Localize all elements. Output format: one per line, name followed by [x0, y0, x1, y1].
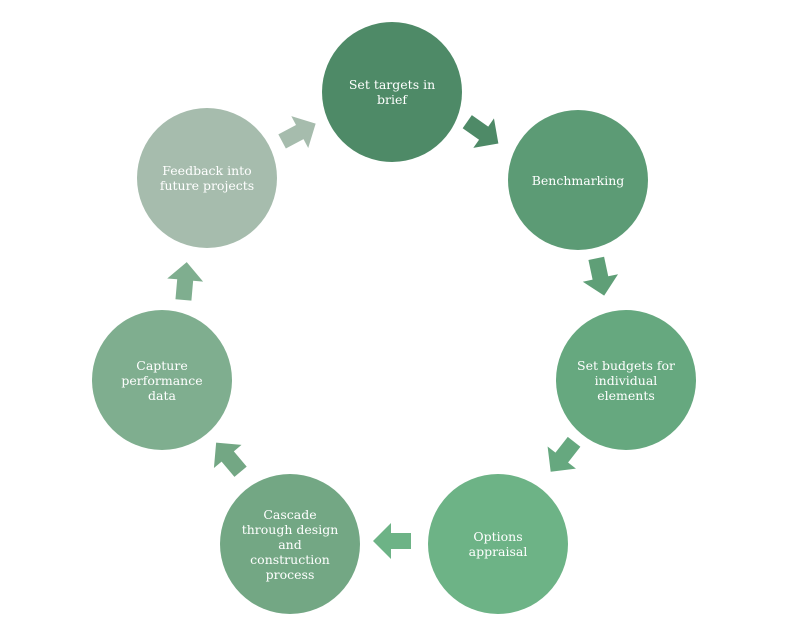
node-options-appraisal: Options appraisal	[428, 474, 568, 614]
arrow-7-to-1	[273, 107, 325, 158]
node-benchmarking: Benchmarking	[508, 110, 648, 250]
node-feedback: Feedback into future projects	[137, 108, 277, 248]
node-capture-performance: Capture performance data	[92, 310, 232, 450]
arrow-3-to-4	[536, 430, 589, 483]
arrow-4-to-5	[373, 523, 411, 559]
arrow-1-to-2	[456, 106, 509, 159]
node-cascade: Cascade through design and construction …	[220, 474, 360, 614]
arrow-6-to-7	[165, 260, 205, 302]
arrow-2-to-3	[578, 254, 622, 300]
node-set-budgets: Set budgets for individual elements	[556, 310, 696, 450]
node-set-targets: Set targets in brief	[322, 22, 462, 162]
arrow-5-to-6	[202, 431, 255, 484]
